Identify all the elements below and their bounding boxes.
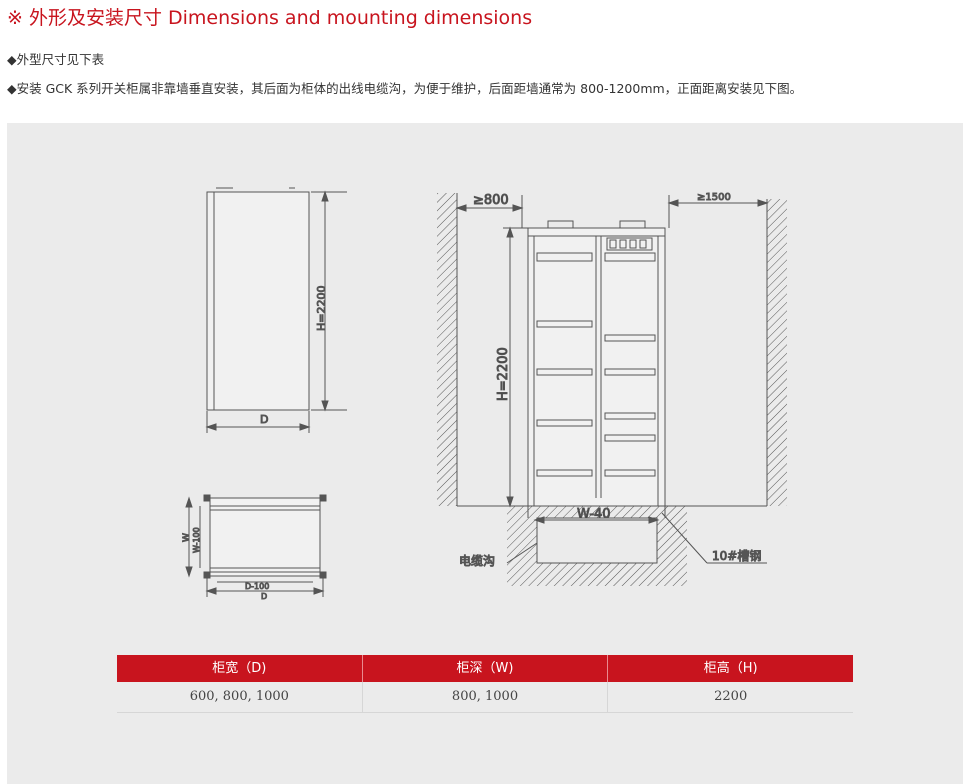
table-row: 600, 800, 1000 800, 1000 2200 bbox=[117, 682, 853, 713]
install-height-label: H=2200 bbox=[496, 347, 511, 401]
dimension-table: 柜宽（D) 柜深（W) 柜高（H) 600, 800, 1000 800, 10… bbox=[117, 655, 853, 713]
column-header-height: 柜高（H) bbox=[703, 661, 758, 676]
plan-view bbox=[185, 494, 327, 597]
column-header-width: 柜宽（D) bbox=[117, 655, 363, 682]
channel-steel-label: 10#槽钢 bbox=[712, 549, 761, 563]
note-installation: ◆安装 GCK 系列开关柜属非靠墙垂直安装，其后面为柜体的出线电缆沟，为便于维护… bbox=[7, 81, 803, 96]
plan-w-label: W bbox=[182, 533, 192, 542]
plan-w-inner-label: W-100 bbox=[192, 527, 201, 553]
cell-depth-values: 800, 1000 bbox=[363, 682, 609, 712]
front-view bbox=[205, 187, 347, 433]
install-view bbox=[437, 193, 787, 586]
technical-drawings: H=2200 D bbox=[182, 187, 787, 602]
plan-d-inner-label: D-100 bbox=[245, 582, 269, 591]
table-header: 柜宽（D) 柜深（W) 柜高（H) bbox=[117, 655, 853, 682]
cable-trench-label: 电缆沟 bbox=[459, 554, 495, 568]
page-title: ※ 外形及安装尺寸 Dimensions and mounting dimens… bbox=[7, 7, 533, 29]
column-header-depth: 柜深（W) bbox=[363, 655, 609, 682]
install-width-label: W-40 bbox=[577, 507, 611, 522]
cell-width-values: 600, 800, 1000 bbox=[117, 682, 363, 712]
note-dimensions: ◆外型尺寸见下表 bbox=[7, 52, 105, 67]
cell-height-values: 2200 bbox=[714, 689, 748, 704]
front-clearance-label: ≥1500 bbox=[697, 192, 731, 203]
front-height-label: H=2200 bbox=[315, 286, 328, 331]
rear-clearance-label: ≥800 bbox=[473, 193, 509, 208]
plan-d-label: D bbox=[261, 592, 267, 601]
front-depth-label: D bbox=[260, 413, 268, 426]
